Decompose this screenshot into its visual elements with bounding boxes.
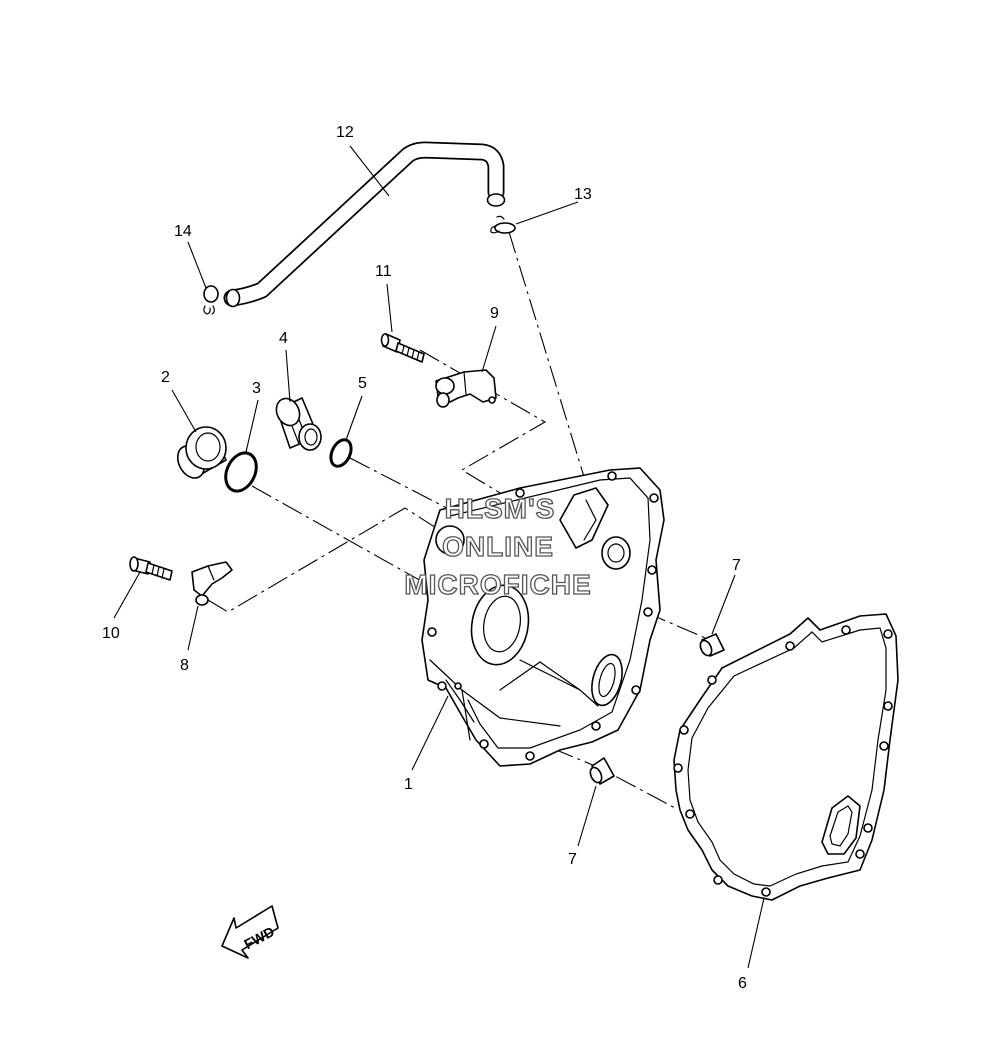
callout-8: 8 [180, 657, 189, 674]
callout-4: 4 [279, 330, 288, 347]
callout-numbers: 12 13 14 11 9 4 2 3 5 7 10 8 1 7 6 [102, 124, 747, 992]
callout-7-upper: 7 [732, 557, 741, 574]
callout-3: 3 [252, 380, 261, 397]
watermark-line-3: MICROFICHE [404, 569, 591, 600]
callout-12: 12 [336, 124, 354, 141]
callout-6: 6 [738, 975, 747, 992]
gasket [673, 613, 899, 901]
dowel-pin-upper [699, 633, 725, 657]
callout-14: 14 [174, 223, 192, 240]
callout-2: 2 [161, 369, 170, 386]
hose-clip-14 [203, 285, 219, 315]
breather-hose [223, 141, 506, 308]
o-ring-3 [224, 451, 258, 493]
callout-5: 5 [358, 375, 367, 392]
callout-13: 13 [574, 186, 592, 203]
plug-2 [176, 426, 227, 479]
watermark-line-1: HLSM'S [445, 493, 556, 524]
plug-4 [275, 397, 322, 451]
dowel-pin-lower [589, 757, 615, 785]
watermark-line-2: ONLINE [442, 531, 554, 562]
callout-9: 9 [490, 305, 499, 322]
o-ring-5 [329, 438, 353, 468]
hose-clip-13 [490, 215, 516, 234]
bolt-11 [380, 333, 425, 363]
fwd-arrow: FWD [221, 905, 279, 959]
callout-7-lower: 7 [568, 851, 577, 868]
watermark: HLSM'S ONLINE MICROFICHE [404, 492, 592, 600]
clamp-8 [191, 561, 233, 606]
crankcase-cover [421, 467, 665, 767]
callout-10: 10 [102, 625, 120, 642]
bracket-9 [435, 369, 497, 408]
leader-lines [113, 145, 765, 969]
callout-1: 1 [404, 776, 413, 793]
bolt-10 [129, 556, 173, 581]
callout-11: 11 [375, 263, 392, 280]
